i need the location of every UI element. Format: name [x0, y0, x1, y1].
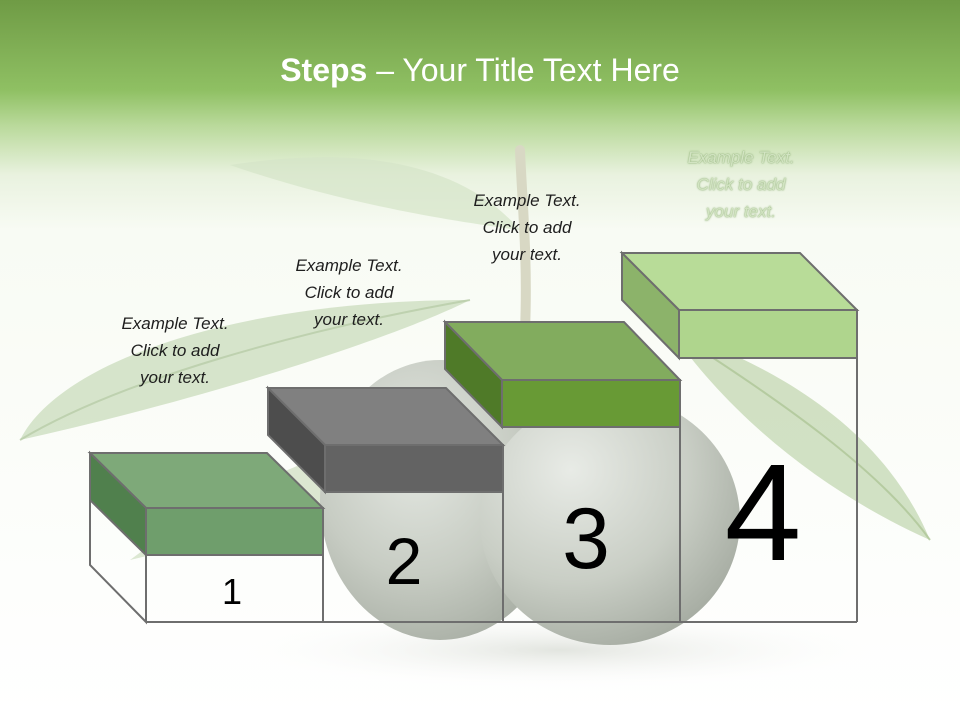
- step-3-text-line-3: your text.: [492, 245, 562, 264]
- slide-title[interactable]: Steps – Your Title Text Here: [0, 52, 960, 89]
- step-4-outline: [680, 310, 858, 623]
- step-4-text[interactable]: Example Text. Click to add your text.: [656, 144, 826, 225]
- step-3-block-front: [501, 379, 681, 428]
- step-2-text-line-3: your text.: [314, 310, 384, 329]
- step-4-text-line-2: Click to add: [696, 175, 786, 194]
- title-rest: Your Title Text Here: [402, 52, 680, 88]
- step-1-number: 1: [222, 571, 242, 612]
- step-2-text[interactable]: Example Text. Click to add your text.: [264, 252, 434, 333]
- title-strong: Steps: [280, 52, 368, 88]
- step-2-block[interactable]: [265, 385, 506, 495]
- step-2-block-front: [324, 444, 504, 493]
- step-1-text[interactable]: Example Text. Click to add your text.: [90, 310, 260, 391]
- step-3-text-line-2: Click to add: [482, 218, 572, 237]
- step-3-number: 3: [562, 491, 610, 587]
- step-4-number: 4: [725, 436, 802, 590]
- step-1-text-line-3: your text.: [140, 368, 210, 387]
- step-1-block[interactable]: [87, 450, 326, 558]
- step-1-block-front: [145, 507, 324, 556]
- step-4-text-line-3: your text.: [706, 202, 776, 221]
- step-4-text-line-1: Example Text.: [687, 148, 795, 167]
- step-2-text-line-1: Example Text.: [295, 256, 403, 275]
- step-3-text-line-1: Example Text.: [473, 191, 581, 210]
- step-4-block-front: [678, 309, 858, 359]
- step-3-text[interactable]: Example Text. Click to add your text.: [442, 187, 612, 268]
- step-1-text-line-1: Example Text.: [121, 314, 229, 333]
- step-1-text-line-2: Click to add: [130, 341, 220, 360]
- step-2-number: 2: [386, 524, 423, 598]
- step-2-text-line-2: Click to add: [304, 283, 394, 302]
- step-4-block[interactable]: [619, 250, 860, 361]
- step-3-block[interactable]: [442, 319, 683, 430]
- title-dash: –: [367, 52, 403, 88]
